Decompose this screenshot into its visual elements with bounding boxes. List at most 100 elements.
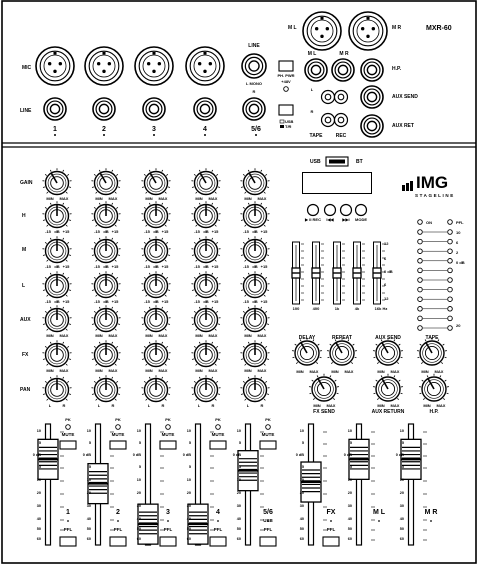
mid-eq-knob-ch3[interactable] xyxy=(141,236,171,264)
aux-return-master-knob[interactable] xyxy=(372,373,404,402)
fx-knob-ch5[interactable] xyxy=(240,340,270,368)
fx-knob-ch2[interactable] xyxy=(91,340,121,368)
aux-send-jack[interactable] xyxy=(360,85,384,109)
line-input-jack-4[interactable] xyxy=(193,97,217,121)
fader-1-cap[interactable] xyxy=(37,438,59,480)
high-eq-knob-ch1[interactable] xyxy=(42,201,72,229)
mic-input-xlr-1[interactable] xyxy=(35,46,75,86)
low-eq-knob-ch2[interactable] xyxy=(91,271,121,299)
fx-send-master-knob[interactable] xyxy=(308,373,340,402)
mid-eq-knob-ch5[interactable] xyxy=(240,236,270,264)
mute-button-ch3[interactable] xyxy=(159,440,177,450)
low-eq-plus-label: +15 xyxy=(111,299,119,304)
mute-button-ch2[interactable] xyxy=(109,440,127,450)
pfl-button-fx[interactable] xyxy=(322,536,340,547)
high-eq-knob-ch4[interactable] xyxy=(191,201,221,229)
pan-knob-ch3-tick xyxy=(164,398,167,401)
line-input-jack-5-6-right[interactable] xyxy=(242,97,266,121)
gain-knob-ch5[interactable] xyxy=(240,168,270,196)
high-eq-knob-ch2[interactable] xyxy=(91,201,121,229)
fader-5-cap[interactable] xyxy=(237,450,259,492)
headphones-level-knob[interactable] xyxy=(418,373,450,402)
line-input-jack-2-hole xyxy=(98,103,110,115)
gain-knob-ch1[interactable] xyxy=(42,168,72,196)
player-button-3[interactable] xyxy=(339,203,353,217)
rec-rca-right[interactable] xyxy=(333,112,349,128)
player-button-4[interactable] xyxy=(354,203,368,217)
usb-tr-switch[interactable] xyxy=(278,104,294,116)
high-eq-knob-ch5[interactable] xyxy=(240,201,270,229)
tape-rca-left[interactable] xyxy=(320,89,336,105)
low-eq-knob-ch1[interactable] xyxy=(42,271,72,299)
mute-button-ch5[interactable] xyxy=(259,440,277,450)
pan-knob-ch5[interactable] xyxy=(240,375,270,403)
fader-2-cap[interactable] xyxy=(87,462,109,505)
mic-input-xlr-4[interactable] xyxy=(185,46,225,86)
pfl-button-ch4[interactable] xyxy=(209,536,227,547)
mute-button-ch4[interactable] xyxy=(209,440,227,450)
aux-knob-ch2[interactable] xyxy=(91,305,121,333)
fader-8-cap[interactable] xyxy=(400,438,422,480)
low-eq-knob-ch4[interactable] xyxy=(191,271,221,299)
gain-knob-ch1-pointer xyxy=(50,173,58,184)
gain-knob-ch2[interactable] xyxy=(91,168,121,196)
headphones-jack-nut xyxy=(363,61,381,79)
aux-send-master-knob[interactable] xyxy=(372,337,404,366)
gain-knob-ch3-tick xyxy=(161,169,164,172)
repeat-knob-grip xyxy=(332,343,352,363)
phantom-power-switch[interactable] xyxy=(278,60,294,72)
pan-knob-ch1[interactable] xyxy=(42,375,72,403)
delay-knob[interactable] xyxy=(291,337,323,366)
mic-input-xlr-3[interactable] xyxy=(134,46,174,86)
fx-knob-ch4[interactable] xyxy=(191,340,221,368)
low-eq-knob-ch3[interactable] xyxy=(141,271,171,299)
mid-eq-knob-ch1[interactable] xyxy=(42,236,72,264)
pan-knob-ch2[interactable] xyxy=(91,375,121,403)
aux-knob-ch5[interactable] xyxy=(240,305,270,333)
headphones-jack[interactable] xyxy=(360,58,384,82)
high-eq-knob-ch3[interactable] xyxy=(141,201,171,229)
fx-knob-ch1[interactable] xyxy=(42,340,72,368)
line-input-jack-1[interactable] xyxy=(43,97,67,121)
rec-rca-left[interactable] xyxy=(333,89,349,105)
aux-knob-ch1-tick xyxy=(49,306,52,309)
aux-return-jack[interactable] xyxy=(360,114,384,138)
aux-knob-ch3[interactable] xyxy=(141,305,171,333)
mute-button-ch1[interactable] xyxy=(59,440,77,450)
pfl-button-ch5[interactable] xyxy=(259,536,277,547)
pan-knob-ch4[interactable] xyxy=(191,375,221,403)
pan-knob-ch3[interactable] xyxy=(141,375,171,403)
fader-3-cap[interactable] xyxy=(137,503,159,545)
master-out-xlr-left[interactable] xyxy=(302,11,342,51)
fx-min-label: MIN xyxy=(95,368,103,373)
mid-eq-knob-ch4[interactable] xyxy=(191,236,221,264)
vu-10-label: 10 xyxy=(456,230,461,235)
low-eq-knob-ch4-tick xyxy=(214,294,217,297)
fader-6-cap[interactable] xyxy=(300,461,322,503)
master-out-xlr-right[interactable] xyxy=(348,11,388,51)
player-button-2[interactable] xyxy=(323,203,337,217)
aux-knob-ch4[interactable] xyxy=(191,305,221,333)
pfl-button-ch2[interactable] xyxy=(109,536,127,547)
aux-knob-ch1[interactable] xyxy=(42,305,72,333)
repeat-knob[interactable] xyxy=(326,337,358,366)
line-input-jack-5-6-left[interactable] xyxy=(241,53,267,79)
pfl-button-ch3[interactable] xyxy=(159,536,177,547)
fx-knob-ch3[interactable] xyxy=(141,340,171,368)
master-out-jack-right[interactable] xyxy=(331,58,355,82)
fader-4-cap[interactable] xyxy=(187,503,209,545)
mid-eq-knob-ch2[interactable] xyxy=(91,236,121,264)
line-input-jack-2[interactable] xyxy=(92,97,116,121)
tape-rca-right[interactable] xyxy=(320,112,336,128)
gain-knob-ch4[interactable] xyxy=(191,168,221,196)
player-button-1[interactable] xyxy=(306,203,320,217)
tape-level-knob[interactable] xyxy=(416,337,448,366)
line-input-jack-3[interactable] xyxy=(142,97,166,121)
repeat-knob-tick xyxy=(354,356,357,359)
fader-7-cap[interactable] xyxy=(348,438,370,480)
pfl-button-ch1[interactable] xyxy=(59,536,77,547)
master-out-jack-left[interactable] xyxy=(304,58,328,82)
low-eq-knob-ch5[interactable] xyxy=(240,271,270,299)
mic-input-xlr-2[interactable] xyxy=(84,46,124,86)
gain-knob-ch3[interactable] xyxy=(141,168,171,196)
